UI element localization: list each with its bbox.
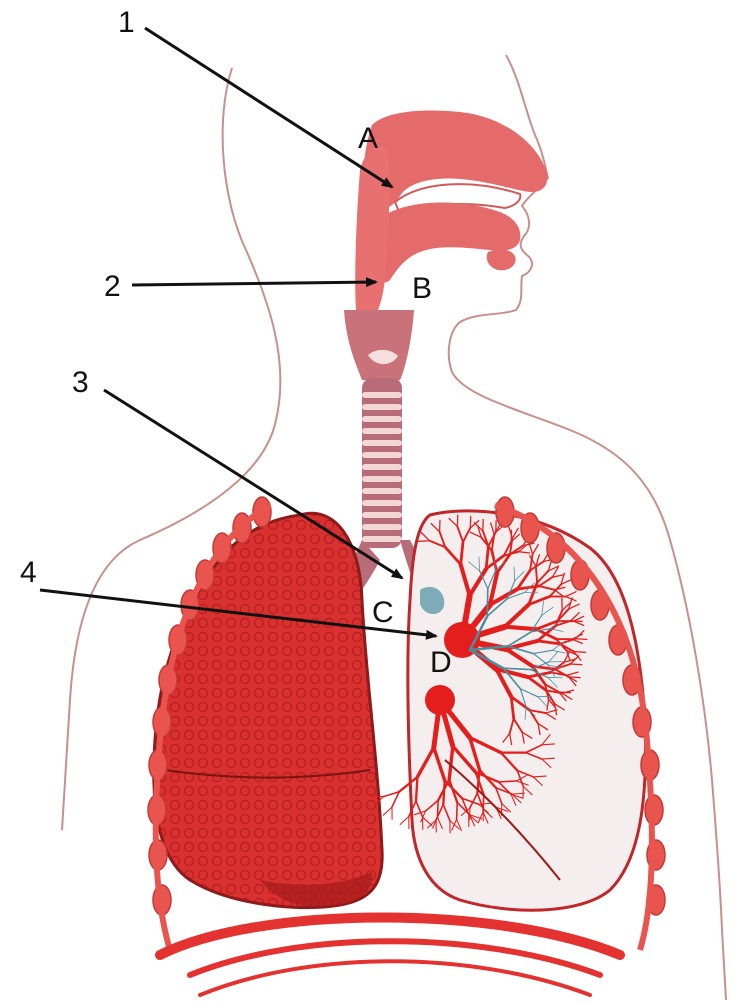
trachea-ring <box>362 488 402 494</box>
arrow-2 <box>132 282 376 285</box>
diaphragm <box>160 918 620 996</box>
oral-cavity <box>371 203 520 283</box>
vessel-branch <box>570 664 581 665</box>
trachea-ring <box>362 440 402 446</box>
label-4: 4 <box>20 556 37 589</box>
label-a: A <box>358 122 378 155</box>
larynx <box>344 310 414 380</box>
label-c: C <box>372 596 394 629</box>
trachea-ring <box>362 452 402 458</box>
vessel-branch <box>443 780 444 804</box>
vessel-branch <box>487 589 488 616</box>
vessel-branch <box>418 541 430 542</box>
label-1: 1 <box>118 6 135 39</box>
diaphragm-muscle-2 <box>190 941 600 975</box>
arrow-1 <box>145 28 392 187</box>
trachea-ring <box>362 404 402 410</box>
left-lung-surface <box>154 513 382 907</box>
vessel-branch <box>525 592 538 593</box>
vessel-branch <box>575 639 586 640</box>
vessel-branch <box>505 627 536 630</box>
vessel-branch <box>499 781 517 782</box>
trachea-ring <box>362 500 402 506</box>
trachea-ring <box>362 476 402 482</box>
trachea-tube <box>362 378 402 548</box>
trachea-ring <box>362 392 402 398</box>
diaphragm-muscle-3 <box>200 961 590 995</box>
diaphragm-muscle-1 <box>160 918 620 956</box>
vessel-branch <box>574 652 585 653</box>
right-lung <box>372 511 646 910</box>
vessel-branch <box>383 807 392 815</box>
trachea-ring <box>362 416 402 422</box>
trachea-ring <box>362 524 402 530</box>
vessel-branch <box>416 777 417 801</box>
vessel-branch <box>571 621 582 622</box>
label-2: 2 <box>104 270 121 303</box>
trachea-ring <box>362 512 402 518</box>
pharynx <box>355 146 389 310</box>
label-b: B <box>412 272 432 305</box>
trachea-ring <box>362 536 402 542</box>
label-d: D <box>430 646 452 679</box>
lips <box>487 249 516 270</box>
label-3: 3 <box>72 366 89 399</box>
left-lung <box>154 513 382 907</box>
trachea-ring <box>362 428 402 434</box>
vessel-branch <box>536 566 537 583</box>
vessel-branch <box>400 816 409 824</box>
vessel-branch <box>457 802 458 819</box>
trachea-ring <box>362 464 402 470</box>
